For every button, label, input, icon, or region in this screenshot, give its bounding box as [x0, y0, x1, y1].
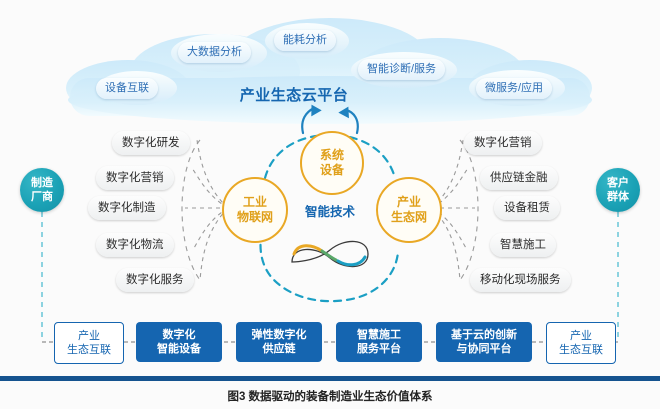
chain-box-5-line2: 生态互联	[559, 344, 603, 356]
right-chip-4: 移动化现场服务	[470, 268, 571, 292]
left-chip-3: 数字化物流	[96, 233, 174, 257]
circle-industry-ecosystem-line2: 生态网	[390, 210, 427, 224]
left-chip-0: 数字化研发	[112, 131, 190, 155]
badge-customer-line2: 群体	[607, 191, 629, 203]
badge-manufacturer-line1: 制造	[31, 177, 53, 189]
value-chain-row: 产业 生态互联 数字化 智能设备 弹性数字化 供应链 智慧施工 服务平台 基于云…	[54, 322, 616, 364]
right-chip-label: 智慧施工	[500, 239, 546, 251]
cloud-bubble-label: 微服务/应用	[485, 82, 544, 94]
right-chip-3: 智慧施工	[490, 233, 556, 257]
right-chip-0: 数字化营销	[464, 131, 542, 155]
chain-box-3-line1: 智慧施工	[357, 329, 401, 341]
circle-industrial-iot: 工业 物联网	[222, 177, 288, 243]
chain-box-5-line1: 产业	[570, 330, 592, 342]
left-chip-label: 数字化服务	[126, 274, 184, 286]
badge-customer: 客户 群体	[596, 168, 640, 212]
cloud-bubble-4: 微服务/应用	[476, 78, 553, 99]
right-chip-label: 数字化营销	[474, 137, 532, 149]
circle-system-equipment: 系统 设备	[300, 131, 364, 195]
cloud-bubble-2: 能耗分析	[274, 30, 336, 51]
left-chip-label: 数字化研发	[122, 137, 180, 149]
circle-industrial-iot-line1: 工业	[242, 195, 267, 209]
chain-box-2-line1: 弹性数字化	[251, 329, 307, 341]
left-chip-1: 数字化营销	[96, 166, 174, 190]
right-chip-label: 移动化现场服务	[480, 274, 561, 286]
badge-manufacturer: 制造 厂商	[20, 168, 64, 212]
chain-box-1-line1: 数字化	[162, 329, 196, 341]
chain-box-1[interactable]: 数字化 智能设备	[136, 322, 222, 362]
cloud-bubble-3: 智能诊断/服务	[358, 59, 446, 80]
cloud-bubble-1: 大数据分析	[178, 42, 251, 63]
left-chip-label: 数字化营销	[106, 172, 164, 184]
left-chip-label: 数字化制造	[98, 202, 156, 214]
cloud-bubble-label: 设备互联	[105, 82, 149, 94]
circle-industry-ecosystem: 产业 生态网	[376, 177, 442, 243]
left-chip-2: 数字化制造	[88, 196, 166, 220]
figure-caption: 图3 数据驱动的装备制造业生态价值体系	[227, 391, 433, 403]
chain-box-2[interactable]: 弹性数字化 供应链	[236, 322, 322, 362]
center-smart-technology-label: 智能技术	[304, 205, 355, 219]
chain-box-1-line2: 智能设备	[157, 343, 201, 355]
right-chip-1: 供应链金融	[480, 166, 558, 190]
left-chip-label: 数字化物流	[106, 239, 164, 251]
circle-industry-ecosystem-line1: 产业	[396, 195, 421, 209]
chain-box-5[interactable]: 产业 生态互联	[546, 322, 616, 364]
chain-box-3[interactable]: 智慧施工 服务平台	[336, 322, 422, 362]
cloud-platform-title: 产业生态云平台	[239, 87, 349, 104]
left-chip-4: 数字化服务	[116, 268, 194, 292]
circle-system-equipment-line1: 系统	[319, 148, 344, 162]
chain-box-0-line2: 生态互联	[67, 344, 111, 356]
right-chip-label: 供应链金融	[490, 172, 548, 184]
circle-industrial-iot-line2: 物联网	[236, 210, 273, 224]
badge-customer-line1: 客户	[607, 177, 629, 189]
chain-box-3-line2: 服务平台	[357, 343, 401, 355]
chain-box-0-line1: 产业	[78, 330, 100, 342]
chain-box-4[interactable]: 基于云的创新 与协同平台	[436, 322, 532, 362]
chain-box-0[interactable]: 产业 生态互联	[54, 322, 124, 364]
chain-box-2-line2: 供应链	[262, 343, 296, 355]
cloud-bubble-label: 大数据分析	[187, 46, 242, 58]
right-chip-label: 设备租赁	[504, 202, 550, 214]
chain-box-4-line1: 基于云的创新	[451, 329, 517, 341]
cloud-bubble-0: 设备互联	[96, 78, 158, 99]
cloud-bubble-label: 能耗分析	[283, 34, 327, 46]
footer-rule	[0, 376, 660, 381]
cloud-bubble-label: 智能诊断/服务	[367, 63, 437, 75]
circle-system-equipment-line2: 设备	[319, 163, 344, 177]
badge-manufacturer-line2: 厂商	[31, 191, 53, 203]
right-chip-2: 设备租赁	[494, 196, 560, 220]
chain-box-4-line2: 与协同平台	[456, 343, 512, 355]
